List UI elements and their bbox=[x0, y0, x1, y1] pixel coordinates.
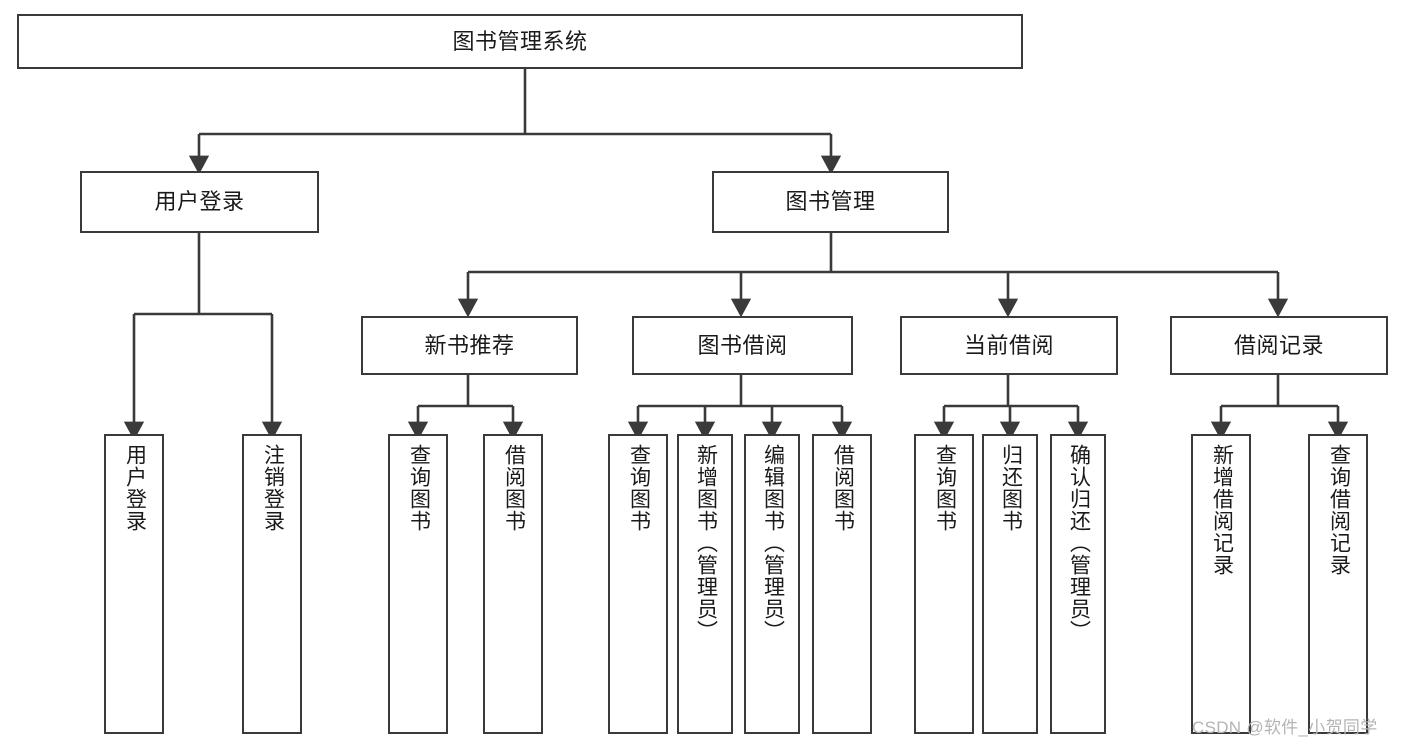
node-label: 查询图书 bbox=[627, 444, 651, 532]
leaf-borrow-add-book-admin[interactable]: 新增图书（管理员） bbox=[677, 434, 733, 734]
node-label: 当前借阅 bbox=[963, 332, 1054, 358]
csdn-watermark: CSDN @软件_小贺同学 bbox=[1192, 718, 1378, 737]
node-label: 图书管理系统 bbox=[452, 28, 588, 54]
node-new-book-recommend[interactable]: 新书推荐 bbox=[361, 316, 578, 375]
node-label: 用户登录 bbox=[154, 189, 245, 215]
leaf-records-add-record[interactable]: 新增借阅记录 bbox=[1191, 434, 1251, 734]
node-book-borrow[interactable]: 图书借阅 bbox=[632, 316, 853, 375]
leaf-borrow-borrow-books[interactable]: 借阅图书 bbox=[812, 434, 872, 734]
leaf-user-login-signin[interactable]: 用户登录 bbox=[104, 434, 164, 734]
node-label: 用户登录 bbox=[123, 444, 147, 532]
leaf-user-login-signout[interactable]: 注销登录 bbox=[242, 434, 302, 734]
leaf-current-return-books[interactable]: 归还图书 bbox=[982, 434, 1038, 734]
node-book-management[interactable]: 图书管理 bbox=[712, 171, 949, 233]
node-label: 归还图书 bbox=[999, 444, 1023, 532]
node-label: 查询借阅记录 bbox=[1327, 444, 1351, 576]
node-label: 借阅图书 bbox=[502, 444, 526, 532]
leaf-current-query-books[interactable]: 查询图书 bbox=[914, 434, 974, 734]
node-label: 编辑图书（管理员） bbox=[761, 444, 785, 642]
node-label: 借阅图书 bbox=[831, 444, 855, 532]
node-label: 注销登录 bbox=[261, 444, 285, 532]
leaf-borrow-query-books[interactable]: 查询图书 bbox=[608, 434, 668, 734]
leaf-newbook-query-books[interactable]: 查询图书 bbox=[388, 434, 448, 734]
node-label: 确认归还（管理员） bbox=[1067, 444, 1091, 642]
leaf-newbook-borrow-books[interactable]: 借阅图书 bbox=[483, 434, 543, 734]
node-label: 新书推荐 bbox=[424, 332, 515, 358]
leaf-borrow-edit-book-admin[interactable]: 编辑图书（管理员） bbox=[744, 434, 800, 734]
node-label: 图书借阅 bbox=[697, 332, 788, 358]
node-label: 查询图书 bbox=[407, 444, 431, 532]
leaf-current-confirm-return-admin[interactable]: 确认归还（管理员） bbox=[1050, 434, 1106, 734]
node-borrow-records[interactable]: 借阅记录 bbox=[1170, 316, 1388, 375]
node-label: 借阅记录 bbox=[1233, 332, 1324, 358]
node-user-login[interactable]: 用户登录 bbox=[80, 171, 319, 233]
node-label: 查询图书 bbox=[933, 444, 957, 532]
node-root-system[interactable]: 图书管理系统 bbox=[17, 14, 1023, 69]
node-label: 新增借阅记录 bbox=[1210, 444, 1234, 576]
node-label: 新增图书（管理员） bbox=[694, 444, 718, 642]
node-current-borrow[interactable]: 当前借阅 bbox=[900, 316, 1118, 375]
leaf-records-query-record[interactable]: 查询借阅记录 bbox=[1308, 434, 1368, 734]
node-label: 图书管理 bbox=[785, 189, 876, 215]
